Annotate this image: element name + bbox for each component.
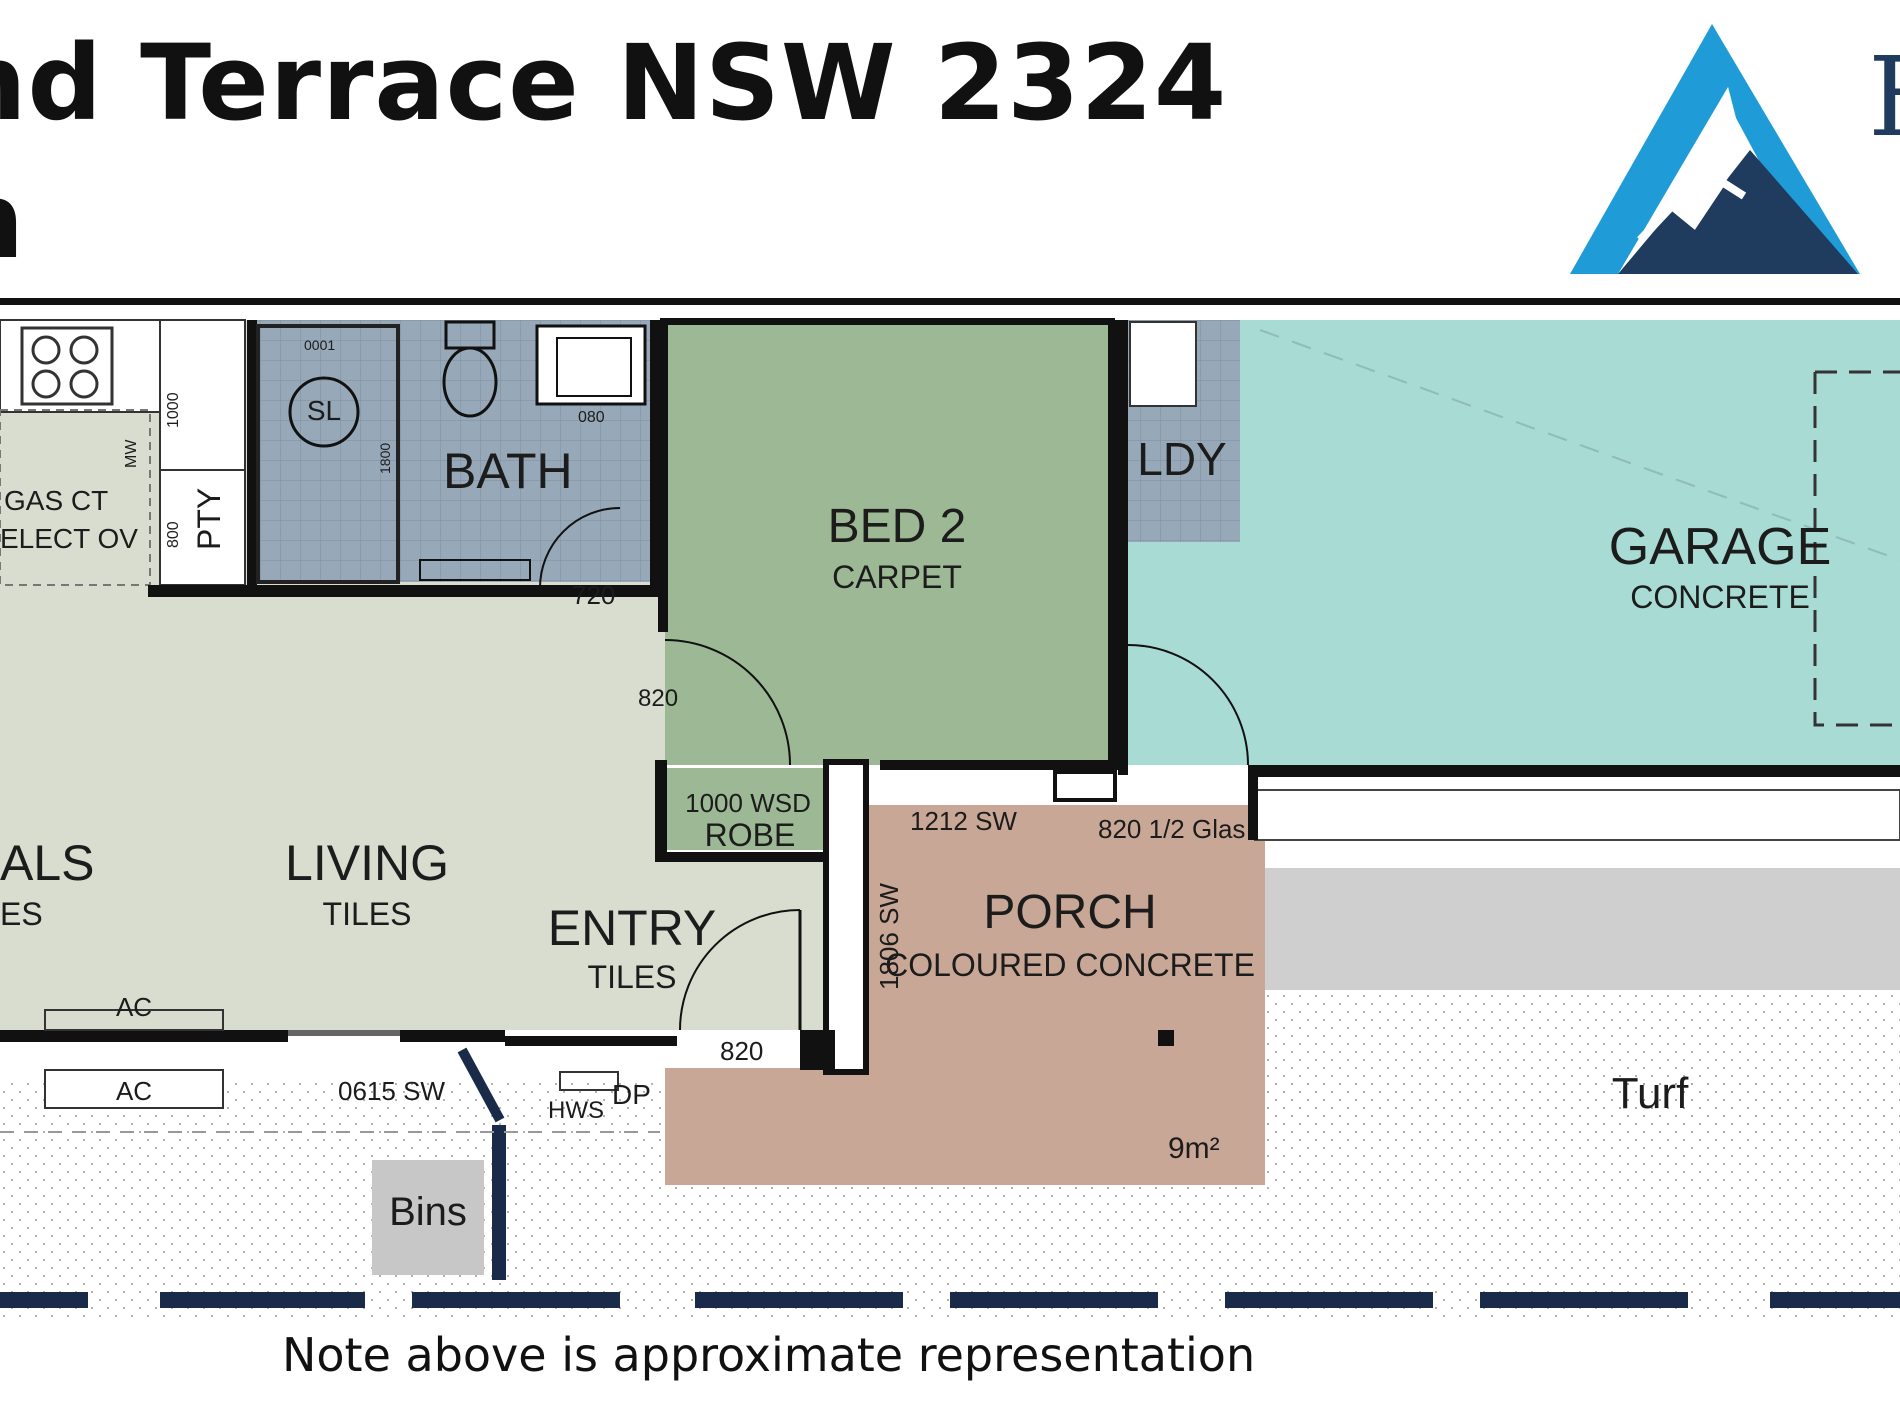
ac-indoor-unit xyxy=(44,1009,224,1031)
bed2-floor: CARPET xyxy=(832,559,962,595)
garage-label: GARAGE xyxy=(1609,518,1832,576)
porch-side-window xyxy=(823,759,869,1075)
entry-label: ENTRY xyxy=(548,900,717,956)
address-title: ond Terrace NSW 2324 xyxy=(0,22,1228,144)
porch-door-label: 820 1/2 Glas xyxy=(1098,814,1245,844)
dp-label: DP xyxy=(612,1079,651,1110)
laundry-label: LDY xyxy=(1137,433,1226,485)
porch-label: PORCH xyxy=(983,886,1156,939)
bed-door-swing xyxy=(664,639,791,766)
entry xyxy=(665,862,830,1030)
laundry-tub-icon xyxy=(1129,321,1197,407)
mw-label: MW xyxy=(123,439,140,468)
bath-door-dim: 720 xyxy=(572,580,615,610)
gas-cooktop-label: GAS CT xyxy=(4,485,108,516)
living-floor: TILES xyxy=(323,896,412,932)
shower-dim: 0001 xyxy=(304,337,335,353)
shower xyxy=(256,324,400,584)
meals-floor: ES xyxy=(0,896,43,932)
hws-label: HWS xyxy=(548,1097,604,1124)
porch-post xyxy=(1158,1030,1174,1046)
bed2-door-dim: 820 xyxy=(638,685,678,712)
car-outline xyxy=(1813,372,1900,727)
plan-title: an xyxy=(0,160,24,282)
ac-outdoor-label: AC xyxy=(116,1076,152,1106)
pantry xyxy=(159,319,246,586)
bed2-label: BED 2 xyxy=(828,500,967,553)
ac-outdoor-unit xyxy=(44,1069,224,1109)
robe-label: ROBE xyxy=(705,817,796,853)
front-window-label: 0615 SW xyxy=(338,1076,445,1106)
robe xyxy=(665,768,825,850)
porch-window-side: 1806 SW xyxy=(874,883,904,990)
porch-window-top: 1212 SW xyxy=(910,806,1017,836)
turf-label: Turf xyxy=(1612,1069,1689,1118)
disclaimer-note: Note above is approximate representation xyxy=(282,1328,1256,1382)
hws-unit xyxy=(559,1071,619,1091)
pantry-dim-top: 1000 xyxy=(165,392,182,428)
porch xyxy=(665,805,1265,1185)
meals-label: ALS xyxy=(0,835,95,891)
entry-door-dim: 820 xyxy=(720,1036,763,1066)
bedroom-2 xyxy=(665,320,1110,765)
pantry-label: PTY xyxy=(191,488,227,550)
shower-drain-icon xyxy=(288,376,360,448)
bath-door-swing xyxy=(539,507,621,589)
outer-wall-top xyxy=(0,298,1900,305)
bins-area xyxy=(372,1160,484,1275)
garage-door xyxy=(1254,789,1900,841)
side-gate[interactable] xyxy=(457,1047,505,1123)
oven-label: ELECT OV xyxy=(0,523,138,554)
burner-icon xyxy=(69,369,99,399)
logo-letter: F xyxy=(1868,33,1900,161)
company-logo: F xyxy=(1570,24,1900,274)
garage-floor: CONCRETE xyxy=(1630,579,1810,615)
property-boundary xyxy=(0,1292,1900,1308)
interior-wall xyxy=(148,585,658,597)
turf-area xyxy=(1265,990,1900,1140)
entry-floor: TILES xyxy=(588,959,677,995)
shower-label: SL xyxy=(307,395,341,426)
bins-label: Bins xyxy=(389,1190,467,1234)
burner-icon xyxy=(31,335,61,365)
burner-icon xyxy=(69,335,99,365)
living-label: LIVING xyxy=(285,835,449,891)
basin-dim: 080 xyxy=(578,409,605,426)
ac-indoor-label: AC xyxy=(116,992,152,1022)
robe-wsd-label: 1000 WSD xyxy=(685,788,811,818)
burner-icon xyxy=(31,369,61,399)
driveway xyxy=(1265,868,1900,990)
bath-dim: 1800 xyxy=(377,443,393,474)
bench-outline xyxy=(0,409,151,586)
porch-floor: COLOURED CONCRETE xyxy=(885,947,1255,983)
side-fence xyxy=(492,1125,506,1280)
bath-label: BATH xyxy=(443,443,573,499)
cooktop xyxy=(20,326,114,406)
entry-door-swing xyxy=(679,909,801,1031)
porch-area: 9m² xyxy=(1168,1132,1220,1165)
garage xyxy=(1240,320,1900,765)
pantry-dim-bottom: 800 xyxy=(165,521,182,548)
